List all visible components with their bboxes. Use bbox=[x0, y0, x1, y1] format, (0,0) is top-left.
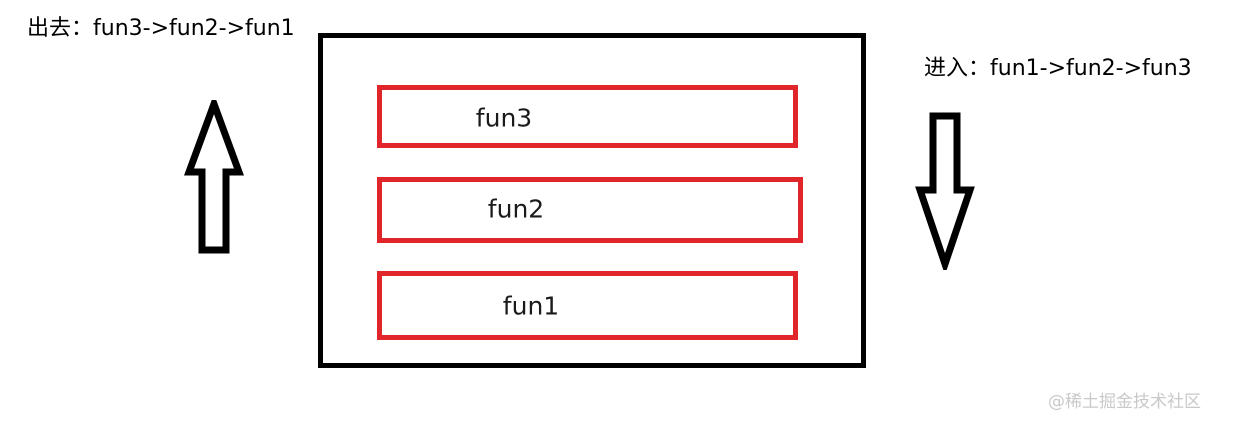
stack-frame-label-fun1: fun1 bbox=[502, 291, 560, 321]
up-arrow-icon bbox=[184, 100, 244, 254]
stack-frame-fun2 bbox=[377, 177, 803, 243]
down-arrow-icon bbox=[915, 112, 975, 270]
exit-flow-label: 出去：fun3->fun2->fun1 bbox=[27, 16, 295, 41]
stack-frame-label-fun2: fun2 bbox=[487, 194, 545, 224]
enter-flow-label: 进入：fun1->fun2->fun3 bbox=[924, 56, 1192, 81]
stack-frame-label-fun3: fun3 bbox=[475, 103, 533, 133]
watermark-text: @稀土掘金技术社区 bbox=[1048, 392, 1201, 412]
stack-frame-fun1 bbox=[377, 271, 798, 340]
stack-frame-fun3 bbox=[377, 85, 798, 148]
